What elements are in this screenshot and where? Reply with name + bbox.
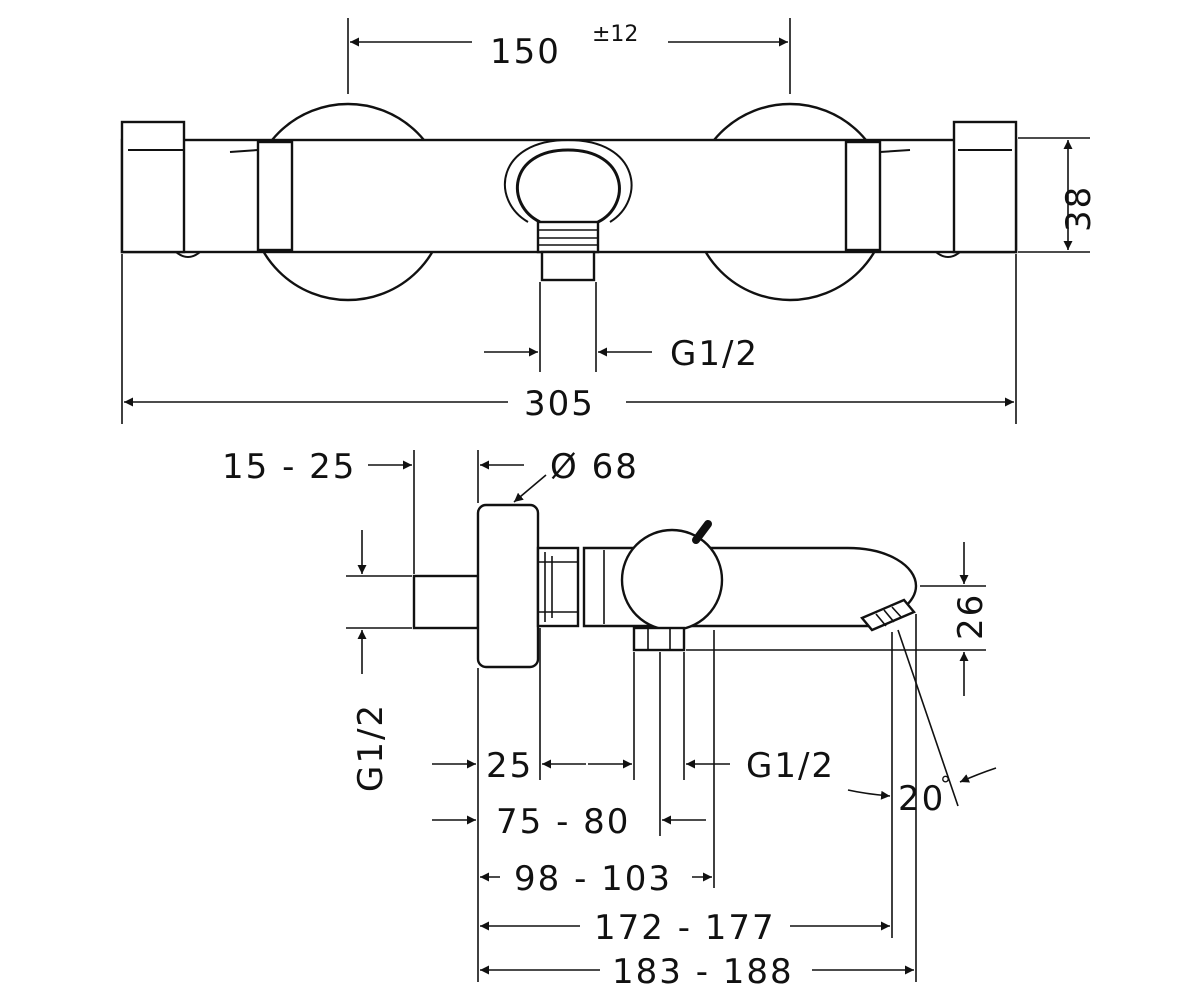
label-spacing: 150 [490,32,561,72]
label-outlet-thread-top: G1/2 [670,334,759,374]
label-172-177: 172 - 177 [594,908,776,948]
hose-connector [504,138,633,282]
label-spout-height: 26 [951,593,991,640]
right-handle [952,120,1018,254]
dim-total-width [121,254,1017,424]
side-rosette [476,503,540,669]
left-cap [256,140,294,252]
dim-spacing [347,18,791,94]
label-98-103: 98 - 103 [514,859,672,899]
label-offset: 15 - 25 [222,447,356,487]
label-spacing-tolerance: ±12 [592,22,638,47]
front-view: 150 ±12 38 G1/2 305 [120,18,1099,424]
dim-height [1018,137,1090,253]
left-handle [120,120,186,254]
dim-outlet-thread-top [484,282,652,372]
label-outlet-thread-bottom: G1/2 [746,746,835,786]
label-angle: 20 [898,779,945,819]
dim-spout-height [686,542,986,696]
dim-inlet-thread [346,530,412,674]
label-75-80: 75 - 80 [496,802,630,842]
label-angle-unit: ° [940,773,951,798]
side-view: 15 - 25 Ø 68 G1/2 26 [222,447,997,992]
dim-angle [847,767,997,800]
handle-lever [692,520,712,544]
bottom-outlet [632,626,686,652]
dim-offset [368,450,547,574]
aerator [860,598,916,632]
label-height: 38 [1059,185,1099,232]
inlet-pipe [412,574,480,630]
label-inlet-thread: G1/2 [351,703,391,792]
right-cap [844,140,882,252]
label-183-188: 183 - 188 [612,952,794,992]
label-diameter: Ø 68 [550,447,639,487]
connection-nut [536,546,580,628]
handle-knob [620,528,724,632]
label-total-width: 305 [524,384,595,424]
label-25: 25 [486,746,533,786]
